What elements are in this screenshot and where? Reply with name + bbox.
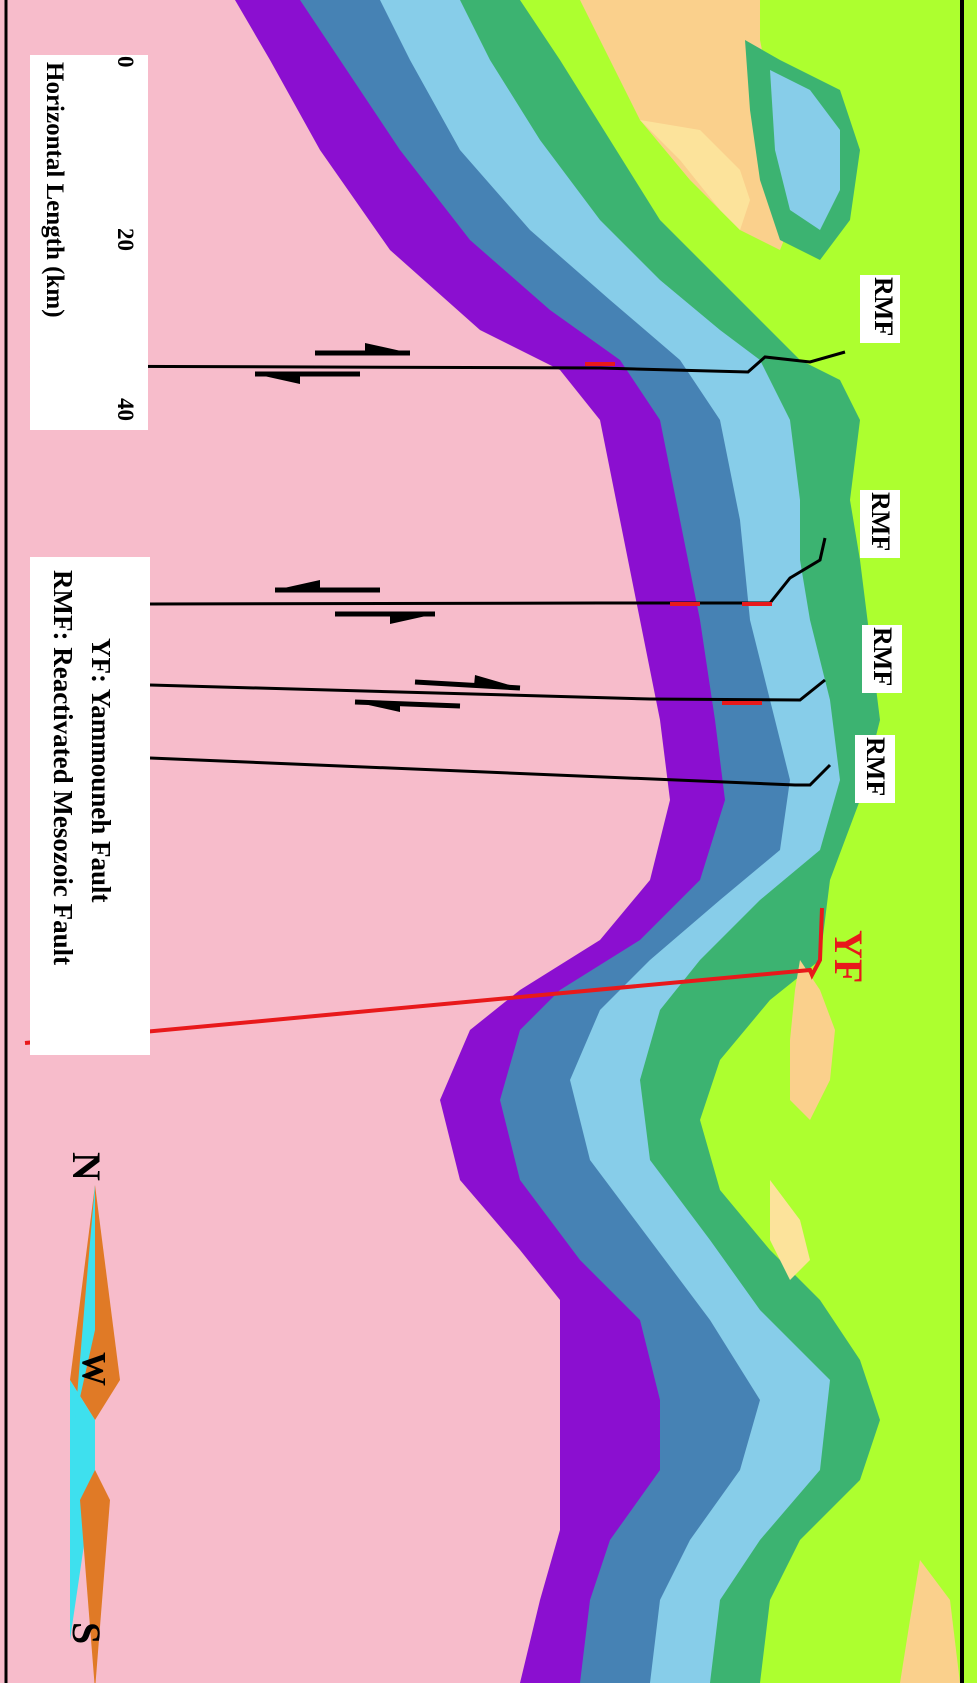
compass-north: N <box>64 1152 109 1181</box>
slip-arrow-1a-head <box>365 343 410 353</box>
rmf-label-4-bg <box>855 735 895 803</box>
yellow-core-north <box>640 120 750 230</box>
rmf-fault-3 <box>149 678 826 702</box>
legend-rmf: RMF: Reactivated Mesozoic Fault <box>48 570 78 966</box>
yammouneh-fault <box>24 907 824 1045</box>
rmf-label-3-bg <box>862 625 902 693</box>
scale-bar-panel <box>30 55 148 430</box>
slip-arrow-2a-head <box>275 580 320 590</box>
slip-arrow-3b-head <box>355 702 400 712</box>
slip-arrow-2b-head <box>390 614 435 624</box>
yf-label: YF <box>826 930 871 984</box>
yellow-green-layer <box>520 0 977 1683</box>
legend-yf: YF: Yammouneh Fault <box>86 638 116 903</box>
rmf-fault-4 <box>149 756 832 787</box>
scale-bar-title: Horizontal Length (km) <box>41 62 68 318</box>
light-blue-lens-north <box>770 70 840 230</box>
rmf-label-1-bg <box>860 275 900 343</box>
compass-south: S <box>64 1622 109 1645</box>
scale-tick-label-0: 0 <box>113 56 138 68</box>
orange-layer-yf <box>790 960 835 1120</box>
legend-panel <box>30 557 150 1055</box>
rmf-fault-1 <box>29 350 846 374</box>
compass-panel <box>30 1150 150 1650</box>
scale-tick-label-20: 20 <box>113 228 138 251</box>
rmf-fault-2 <box>149 537 827 606</box>
rmf-label-1: RMF <box>869 277 898 337</box>
rmf-label-3: RMF <box>868 627 897 687</box>
rmf-label-4: RMF <box>861 737 890 797</box>
compass-west: W <box>75 1352 112 1386</box>
rmf-label-2-bg <box>860 490 900 558</box>
slip-arrow-3a-head <box>474 675 520 688</box>
yellow-core-yf <box>770 1180 810 1280</box>
orange-layer-south <box>900 1560 960 1683</box>
scale-tick-label-40: 40 <box>113 398 138 421</box>
slip-arrow-1b-head <box>255 374 300 384</box>
compass-needle <box>70 1185 120 1683</box>
rmf-label-2: RMF <box>866 492 895 552</box>
